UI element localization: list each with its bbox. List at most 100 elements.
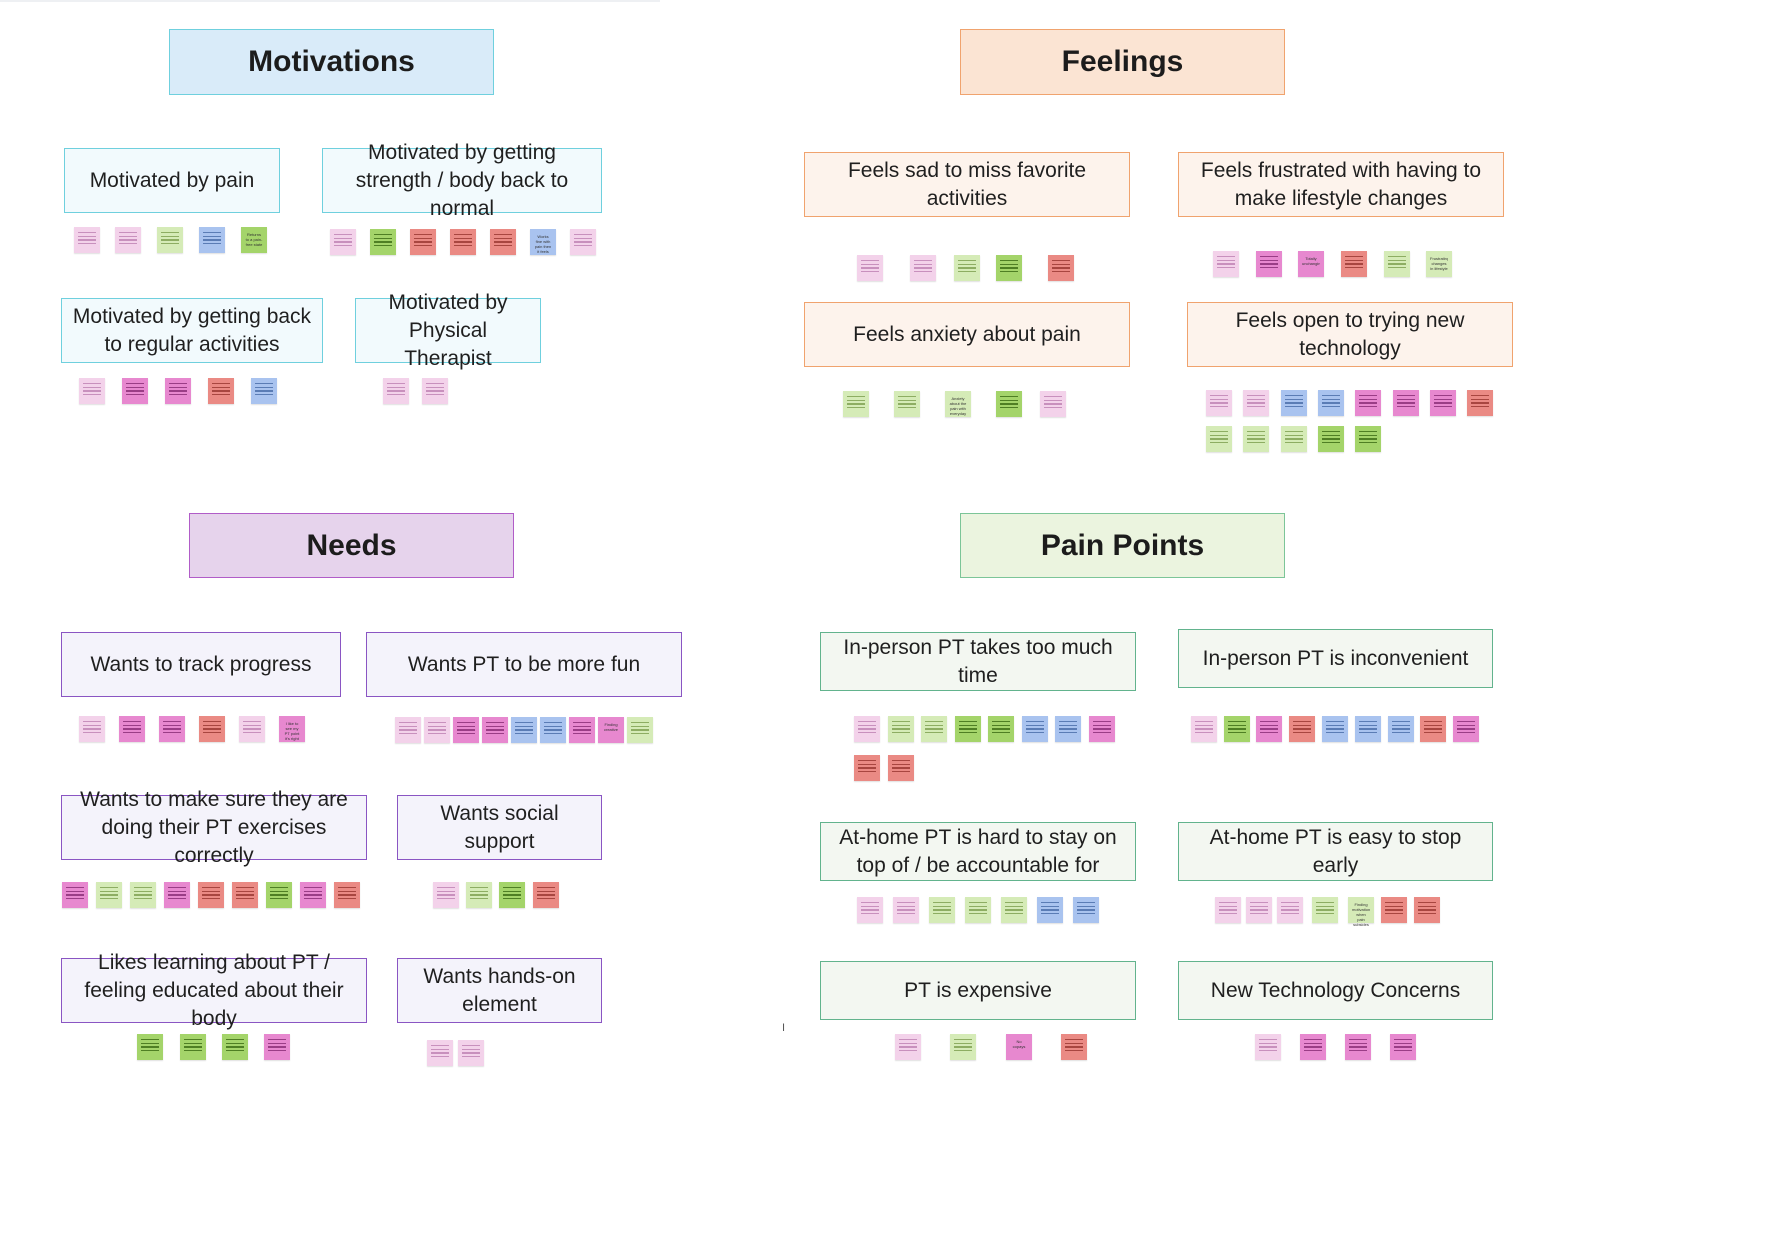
sticky-note[interactable]: [965, 897, 991, 923]
label-motivated-by-therapist[interactable]: Motivated by Physical Therapist: [355, 291, 541, 370]
label-wants-social-support[interactable]: Wants social support: [397, 795, 602, 860]
sticky-note[interactable]: [1215, 897, 1241, 923]
sticky-note[interactable]: [1206, 390, 1232, 416]
sticky-note-text[interactable]: Finding creative: [598, 717, 624, 743]
label-feels-sad[interactable]: Feels sad to miss favorite activities: [804, 152, 1130, 217]
sticky-note[interactable]: [1322, 716, 1348, 742]
needs-header[interactable]: Needs: [189, 513, 514, 578]
label-wants-pt-fun[interactable]: Wants PT to be more fun: [366, 632, 682, 697]
sticky-note[interactable]: [453, 717, 479, 743]
sticky-note[interactable]: [1453, 716, 1479, 742]
sticky-note[interactable]: [1206, 426, 1232, 452]
sticky-note[interactable]: [996, 391, 1022, 417]
sticky-note[interactable]: [115, 227, 141, 253]
sticky-note[interactable]: [1355, 390, 1381, 416]
sticky-note[interactable]: [888, 755, 914, 781]
sticky-note[interactable]: [165, 378, 191, 404]
sticky-note[interactable]: [232, 882, 258, 908]
sticky-note[interactable]: [893, 897, 919, 923]
sticky-note[interactable]: [854, 755, 880, 781]
sticky-note[interactable]: [950, 1034, 976, 1060]
sticky-note[interactable]: [1312, 897, 1338, 923]
sticky-note[interactable]: [62, 882, 88, 908]
sticky-note[interactable]: [433, 882, 459, 908]
sticky-note[interactable]: [222, 1034, 248, 1060]
sticky-note-text[interactable]: I like to see my PT point it's right: [279, 716, 305, 742]
sticky-note[interactable]: [954, 255, 980, 281]
sticky-note[interactable]: [1037, 897, 1063, 923]
sticky-note[interactable]: [1390, 1034, 1416, 1060]
sticky-note[interactable]: [424, 717, 450, 743]
sticky-note[interactable]: [395, 717, 421, 743]
sticky-note[interactable]: [198, 882, 224, 908]
sticky-note[interactable]: [1243, 426, 1269, 452]
sticky-note[interactable]: [251, 378, 277, 404]
sticky-note[interactable]: [921, 716, 947, 742]
sticky-note[interactable]: [1281, 390, 1307, 416]
sticky-note-text[interactable]: Frustrating changes in lifestyle: [1426, 251, 1452, 277]
sticky-note-text[interactable]: Works fine with pain then it feels: [530, 229, 556, 255]
label-feels-open[interactable]: Feels open to trying new technology: [1187, 302, 1513, 367]
label-motivated-by-activities[interactable]: Motivated by getting back to regular act…: [61, 298, 323, 363]
label-inperson-inconvenient[interactable]: In-person PT is inconvenient: [1178, 629, 1493, 688]
sticky-note[interactable]: [570, 229, 596, 255]
sticky-note[interactable]: [1073, 897, 1099, 923]
pain-points-header[interactable]: Pain Points: [960, 513, 1285, 578]
sticky-note[interactable]: [569, 717, 595, 743]
label-athome-stop-early[interactable]: At-home PT is easy to stop early: [1178, 822, 1493, 881]
sticky-note[interactable]: [540, 717, 566, 743]
sticky-note[interactable]: [1345, 1034, 1371, 1060]
sticky-note[interactable]: [1224, 716, 1250, 742]
sticky-note[interactable]: [266, 882, 292, 908]
sticky-note-text[interactable]: Finding motivation when pain subsides: [1348, 897, 1374, 927]
sticky-note[interactable]: [130, 882, 156, 908]
sticky-note[interactable]: [159, 716, 185, 742]
sticky-note[interactable]: [122, 378, 148, 404]
sticky-note[interactable]: [466, 882, 492, 908]
sticky-note[interactable]: [1393, 390, 1419, 416]
sticky-note-text[interactable]: Totally unchanging: [1298, 251, 1324, 277]
sticky-note[interactable]: [427, 1040, 453, 1066]
sticky-note[interactable]: [910, 255, 936, 281]
sticky-note[interactable]: [894, 391, 920, 417]
label-wants-track-progress[interactable]: Wants to track progress: [61, 632, 341, 697]
sticky-note[interactable]: [1191, 716, 1217, 742]
sticky-note[interactable]: [895, 1034, 921, 1060]
sticky-note[interactable]: [1277, 897, 1303, 923]
sticky-note[interactable]: [410, 229, 436, 255]
sticky-note[interactable]: [1414, 897, 1440, 923]
sticky-note[interactable]: [1246, 897, 1272, 923]
sticky-note[interactable]: [854, 716, 880, 742]
motivations-header[interactable]: Motivations: [169, 29, 494, 95]
sticky-note[interactable]: [511, 717, 537, 743]
sticky-note[interactable]: [1040, 391, 1066, 417]
sticky-note[interactable]: [1048, 255, 1074, 281]
sticky-note[interactable]: [955, 716, 981, 742]
sticky-note[interactable]: [1243, 390, 1269, 416]
sticky-note[interactable]: [1022, 716, 1048, 742]
sticky-note[interactable]: [482, 717, 508, 743]
sticky-note[interactable]: [1318, 390, 1344, 416]
sticky-note[interactable]: [79, 378, 105, 404]
sticky-note[interactable]: [239, 716, 265, 742]
sticky-note[interactable]: [857, 897, 883, 923]
sticky-note[interactable]: [422, 378, 448, 404]
sticky-note[interactable]: [1256, 716, 1282, 742]
sticky-note[interactable]: [119, 716, 145, 742]
sticky-note[interactable]: [1213, 251, 1239, 277]
sticky-note[interactable]: [1055, 716, 1081, 742]
sticky-note[interactable]: [199, 716, 225, 742]
label-wants-correct-exercises[interactable]: Wants to make sure they are doing their …: [61, 788, 367, 867]
label-pt-expensive[interactable]: PT is expensive: [820, 961, 1136, 1020]
label-athome-accountable[interactable]: At-home PT is hard to stay on top of / b…: [820, 822, 1136, 881]
sticky-note[interactable]: [843, 391, 869, 417]
sticky-note[interactable]: [1420, 716, 1446, 742]
sticky-note[interactable]: [199, 227, 225, 253]
label-likes-learning[interactable]: Likes learning about PT / feeling educat…: [61, 951, 367, 1030]
sticky-note[interactable]: [79, 716, 105, 742]
sticky-note[interactable]: [1300, 1034, 1326, 1060]
sticky-note[interactable]: [988, 716, 1014, 742]
label-wants-hands-on[interactable]: Wants hands-on element: [397, 958, 602, 1023]
sticky-note[interactable]: [1001, 897, 1027, 923]
sticky-note[interactable]: [1388, 716, 1414, 742]
